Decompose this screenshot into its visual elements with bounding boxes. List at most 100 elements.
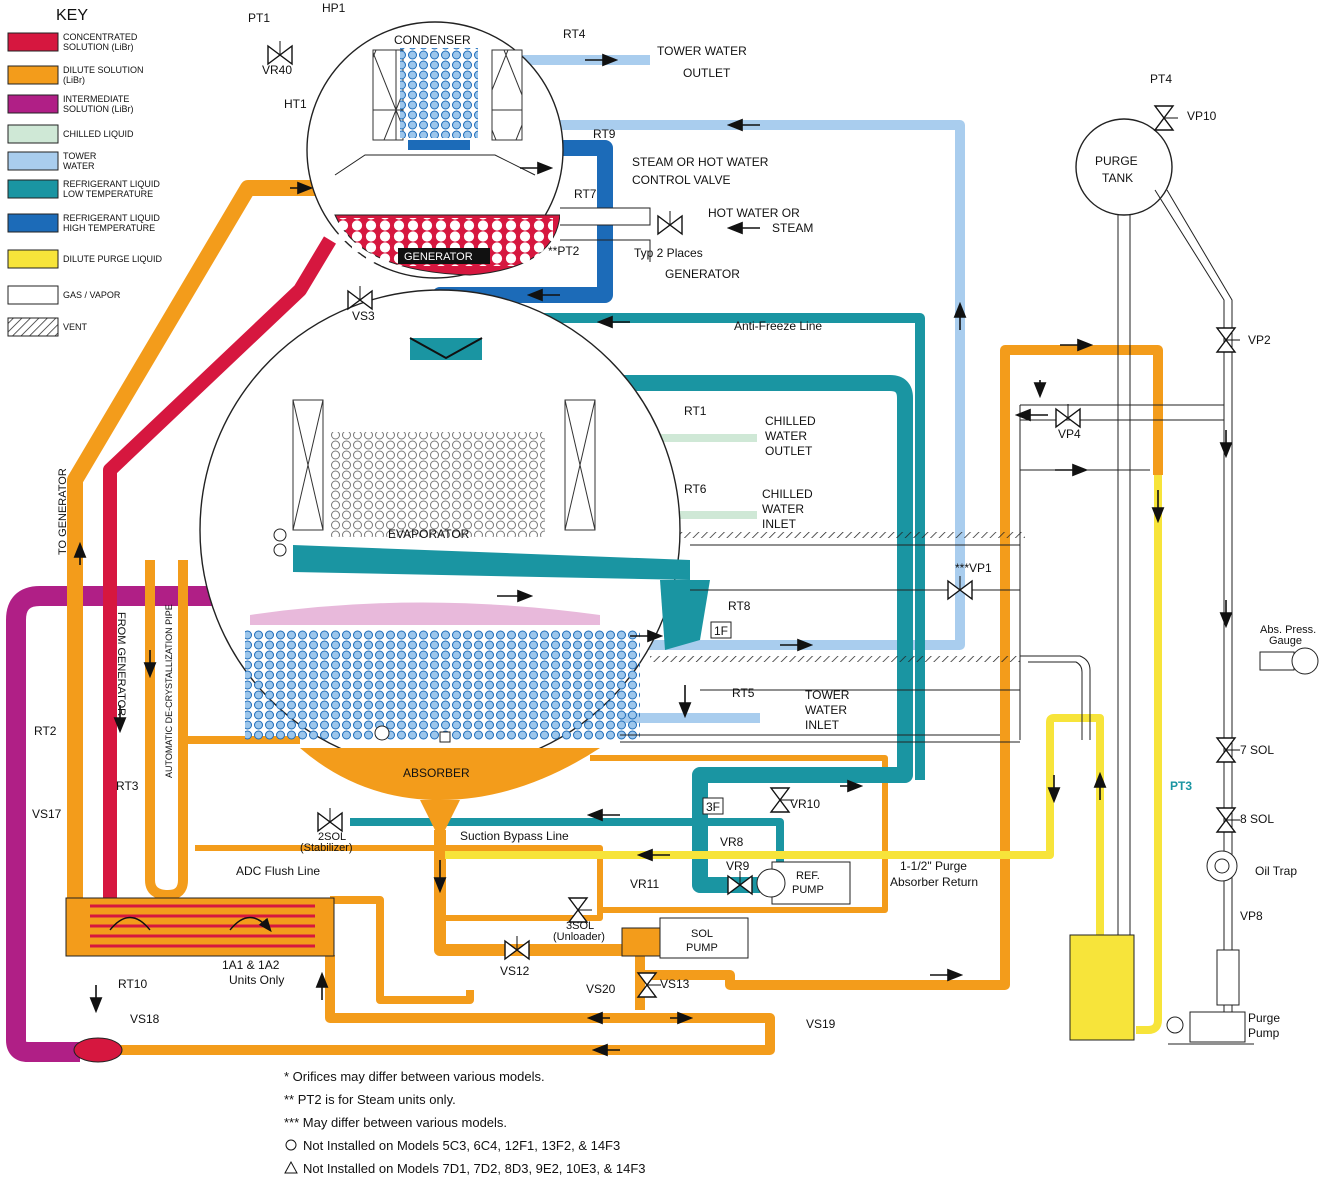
suction-bypass-label: Suction Bypass Line bbox=[460, 829, 569, 843]
flow-arrows bbox=[73, 53, 1233, 1057]
legend-swatch bbox=[7, 65, 59, 85]
purge-return-pipe bbox=[445, 714, 1104, 945]
sol-pump-label-1: SOL bbox=[691, 928, 713, 940]
steam-valve-label-1: STEAM OR HOT WATER bbox=[632, 155, 769, 169]
purge-supply-pipe bbox=[1136, 475, 1162, 1034]
vr10-label: VR10 bbox=[790, 797, 820, 811]
vr8-label: VR8 bbox=[720, 835, 744, 849]
sol3-valve bbox=[567, 897, 592, 923]
legend-swatch bbox=[7, 249, 59, 269]
rt10-label: RT10 bbox=[118, 977, 147, 991]
legend-label-line2: LOW TEMPERATURE bbox=[63, 189, 153, 199]
legend-label-line2: SOLUTION (LiBr) bbox=[63, 42, 134, 52]
pt1-label: PT1 bbox=[248, 11, 270, 25]
steam-valve-label-2: CONTROL VALVE bbox=[632, 173, 730, 187]
purge-pump-label-1: Purge bbox=[1248, 1011, 1280, 1025]
sol-pump-label-2: PUMP bbox=[686, 942, 718, 954]
footnotes: * Orifices may differ between various mo… bbox=[284, 1069, 646, 1176]
generator-label: GENERATOR bbox=[404, 251, 473, 263]
legend-title: KEY bbox=[56, 7, 88, 24]
legend-swatch bbox=[7, 32, 59, 52]
rt2-label: RT2 bbox=[34, 724, 57, 738]
sol3-label: 3SOL bbox=[566, 920, 594, 932]
heat-exchanger bbox=[65, 897, 335, 1063]
tower-outlet-label-2: OUTLET bbox=[683, 66, 731, 80]
pumps bbox=[621, 861, 851, 959]
sol8-label: 8 SOL bbox=[1240, 812, 1274, 826]
circle-symbol-icon bbox=[285, 1139, 297, 1151]
vp4-label: VP4 bbox=[1058, 427, 1081, 441]
ref-pump-label-1: REF. bbox=[796, 870, 820, 882]
vs12-label: VS12 bbox=[500, 964, 530, 978]
vs12-valve bbox=[504, 936, 530, 961]
rt5-label: RT5 bbox=[732, 686, 755, 700]
antifreeze-label: Anti-Freeze Line bbox=[734, 319, 822, 333]
sol2-label: 2SOL bbox=[318, 831, 346, 843]
rt7-label: RT7 bbox=[574, 187, 597, 201]
purge-pump-label-2: Pump bbox=[1248, 1026, 1280, 1040]
vr11-label: VR11 bbox=[630, 877, 659, 891]
vr40-label: VR40 bbox=[262, 63, 292, 77]
legend-label: INTERMEDIATE bbox=[63, 94, 129, 104]
concentrated-from-generator-pipe bbox=[103, 236, 337, 900]
note-4: Not Installed on Models 5C3, 6C4, 12F1, … bbox=[303, 1138, 620, 1153]
steam-control-valve bbox=[657, 211, 683, 236]
tower-in-label-2: WATER bbox=[805, 703, 847, 717]
note-3: *** May differ between various models. bbox=[284, 1115, 507, 1130]
legend-label: DILUTE PURGE LIQUID bbox=[63, 254, 163, 264]
rt6-label: RT6 bbox=[684, 482, 707, 496]
oil-trap-label: Oil Trap bbox=[1255, 864, 1297, 878]
pt4-label: PT4 bbox=[1150, 72, 1172, 86]
rt9-label: RT9 bbox=[593, 127, 616, 141]
chilled-in-label-2: WATER bbox=[762, 502, 804, 516]
legend-label: REFRIGERANT LIQUID bbox=[63, 213, 160, 223]
vs19-label: VS19 bbox=[806, 1017, 836, 1031]
vs13-valve bbox=[636, 972, 661, 998]
legend-label: DILUTE SOLUTION bbox=[63, 65, 144, 75]
vp4-valve bbox=[1055, 404, 1081, 429]
pt3-label: PT3 bbox=[1170, 779, 1192, 793]
generator-vessel: GENERATOR bbox=[334, 207, 651, 276]
absorber-overflow-pipe bbox=[590, 755, 888, 913]
chilled-out-label-2: WATER bbox=[765, 429, 807, 443]
tower-in-label-1: TOWER bbox=[805, 688, 850, 702]
to-generator-label: TO GENERATOR bbox=[57, 468, 69, 555]
vs13-label: VS13 bbox=[660, 977, 690, 991]
legend-swatch bbox=[7, 124, 59, 144]
vp10-valve bbox=[1153, 105, 1178, 131]
1f-label: 1F bbox=[714, 624, 728, 638]
evaporator-absorber-vessel: EVAPORATOR ABSORBER bbox=[199, 289, 710, 830]
vr9-label: VR9 bbox=[726, 859, 750, 873]
sol7-label: 7 SOL bbox=[1240, 743, 1274, 757]
valves bbox=[267, 41, 1240, 998]
legend-label-line2: SOLUTION (LiBr) bbox=[63, 104, 134, 114]
1a1-label-2: Units Only bbox=[229, 973, 284, 987]
adc-pipe-label: AUTOMATIC DE-CRYSTALLIZATION PIPE bbox=[164, 604, 174, 778]
legend-label-line2: HIGH TEMPERATURE bbox=[63, 223, 155, 233]
note-2: ** PT2 is for Steam units only. bbox=[284, 1092, 456, 1107]
rt8-label: RT8 bbox=[728, 599, 751, 613]
sol2-valve bbox=[317, 808, 343, 833]
vr40-valve bbox=[267, 41, 293, 66]
sol7-valve bbox=[1215, 737, 1240, 763]
vs20-label: VS20 bbox=[586, 982, 616, 996]
vr9-valve bbox=[727, 871, 753, 896]
purge-tank-label-2: TANK bbox=[1102, 171, 1133, 185]
rt4-label: RT4 bbox=[563, 27, 586, 41]
legend-label: REFRIGERANT LIQUID bbox=[63, 179, 160, 189]
vp1-valve bbox=[947, 576, 973, 601]
dilute-return-pipe bbox=[120, 955, 775, 1055]
hot-water-label-1: HOT WATER OR bbox=[708, 206, 800, 220]
legend-swatch bbox=[7, 151, 59, 171]
vr10-valve bbox=[769, 787, 794, 813]
legend-label: TOWER bbox=[63, 151, 97, 161]
ref-pump-label-2: PUMP bbox=[792, 884, 824, 896]
legend-swatch bbox=[7, 179, 59, 199]
rt1-label: RT1 bbox=[684, 404, 707, 418]
purge-return-label-1: 1-1/2" Purge bbox=[900, 859, 967, 873]
legend-swatch bbox=[7, 94, 59, 114]
chilled-in-label-1: CHILLED bbox=[762, 487, 813, 501]
